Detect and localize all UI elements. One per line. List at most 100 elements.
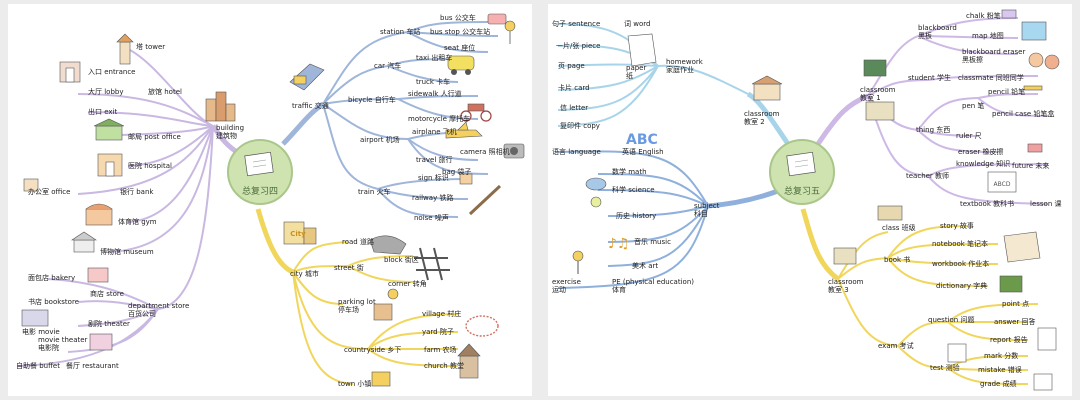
node-bookstore: 书店 bookstore xyxy=(28,297,79,306)
node-thing: thing 东西 xyxy=(916,125,950,134)
node-art: 美术 art xyxy=(632,261,658,270)
motorcycle-icon xyxy=(460,103,492,122)
subject-branches xyxy=(557,150,784,289)
node-town: town 小镇 xyxy=(338,379,371,388)
node-bank: 银行 bank xyxy=(120,187,154,196)
node-map: map 地图 xyxy=(972,31,1004,40)
node-store: 商店 store xyxy=(90,289,124,298)
classroom3-icon xyxy=(833,247,857,265)
cap-icon xyxy=(585,177,607,191)
classroom1-branches xyxy=(815,17,1049,205)
node-eraser: eraser 橡皮擦 xyxy=(958,147,1004,156)
node-city: city 城市 xyxy=(290,269,319,278)
block-icon xyxy=(369,235,407,255)
node-train: train 火车 xyxy=(358,187,391,196)
node-corner: corner 转角 xyxy=(388,279,427,288)
node-chalk: chalk 粉笔 xyxy=(966,11,1001,20)
hash-grid-icon xyxy=(414,247,450,281)
node-museum: 博物馆 museum xyxy=(100,247,154,256)
test-icon xyxy=(947,343,967,363)
store-icon xyxy=(87,267,109,283)
city-icon: City xyxy=(283,221,317,245)
node-card: 卡片 card xyxy=(558,83,590,92)
node-bicycle: bicycle 自行车 xyxy=(348,95,396,104)
hospital-icon xyxy=(97,153,123,177)
abcd-text: ABCD xyxy=(994,181,1011,188)
node-bag: bag 袋子 xyxy=(442,167,471,176)
subject-labels: 语言 language 英语 English 数学 math 科学 scienc… xyxy=(552,147,720,294)
church-icon xyxy=(457,343,481,379)
taxi-icon xyxy=(447,55,475,75)
node-teacher: teacher 教师 xyxy=(906,171,949,180)
hotel-icon xyxy=(59,61,81,83)
abc-icon: ABC xyxy=(626,132,658,148)
map-icon xyxy=(1021,21,1047,41)
classroom3-labels: class 班级 story 故事 notebook 笔记本 book 书 wo… xyxy=(828,221,1036,388)
node-theater: 剧院 theater xyxy=(88,319,130,328)
node-office: 办公室 office xyxy=(28,187,70,196)
node-restaurant: 餐厅 restaurant xyxy=(66,361,119,370)
node-hotel: 旅馆 hotel xyxy=(148,87,182,96)
node-camera: camera 照相机 xyxy=(460,147,510,156)
classroom1-icon xyxy=(865,101,895,121)
paper-icon xyxy=(627,33,657,67)
city-labels: city 城市 road 道路 street 街 block 街区 corner… xyxy=(290,237,464,388)
railway-icon xyxy=(468,184,502,216)
center-node: 总复习四 xyxy=(227,139,293,205)
node-sign: sign 标识 xyxy=(418,173,449,182)
city-sign-text: City xyxy=(290,230,306,238)
node-future: future 未来 xyxy=(1012,161,1049,170)
notebook-icon xyxy=(1003,231,1041,263)
traffic-labels: traffic 交通 station 车站 bus 公交车 bus stop 公… xyxy=(292,13,510,222)
node-report: report 报告 xyxy=(990,335,1028,344)
node-point: point 点 xyxy=(1002,300,1029,308)
node-pencil: pencil 铅笔 xyxy=(988,87,1025,96)
city-branches xyxy=(255,208,459,385)
node-motorcycle: motorcycle 摩托车 xyxy=(408,114,470,123)
node-lobby: 大厅 lobby xyxy=(88,87,123,96)
node-entrance: 入口 entrance xyxy=(88,68,135,76)
node-pe: PE (physical education)体育 xyxy=(612,278,694,294)
building-branches xyxy=(17,48,242,367)
students-icon xyxy=(1028,52,1060,70)
node-workbook: workbook 作业本 xyxy=(932,259,989,268)
homework-labels: 句子 sentence 词 word 一片/张 piece 页 page pap… xyxy=(552,19,780,130)
node-class: class 班级 xyxy=(882,223,916,232)
dictionary-icon xyxy=(999,275,1023,293)
node-taxi: taxi 出租车 xyxy=(416,53,452,62)
node-ruler: ruler 尺 xyxy=(956,132,982,140)
exercise-icon xyxy=(572,250,584,274)
node-sidewalk: sidewalk 人行道 xyxy=(408,89,462,98)
abc-text: ABC xyxy=(626,132,658,148)
node-buffet: 自助餐 buffet xyxy=(16,361,60,370)
node-classmate: classmate 同班同学 xyxy=(958,73,1024,82)
bus-icon xyxy=(487,13,507,25)
node-noise: noise 噪声 xyxy=(414,213,449,222)
chalk-icon xyxy=(1001,9,1017,19)
center-label: 总复习五 xyxy=(784,185,820,197)
node-station: station 车站 xyxy=(380,27,420,36)
node-copy: 复印件 copy xyxy=(560,121,600,130)
node-exit: 出口 exit xyxy=(88,107,117,116)
bus-stop-icon xyxy=(504,20,516,44)
node-notebook: notebook 笔记本 xyxy=(932,239,988,248)
corner-icon xyxy=(387,288,399,300)
node-street: street 街 xyxy=(334,263,364,272)
textbook-icon: ABCD xyxy=(987,171,1017,193)
node-math: 数学 math xyxy=(612,167,647,176)
classroom3-branches xyxy=(800,208,1039,385)
node-history: 历史 history xyxy=(616,211,656,220)
node-church: church 教堂 xyxy=(424,361,464,370)
node-mark: mark 分数 xyxy=(984,351,1018,360)
node-travel: travel 旅行 xyxy=(416,155,453,164)
